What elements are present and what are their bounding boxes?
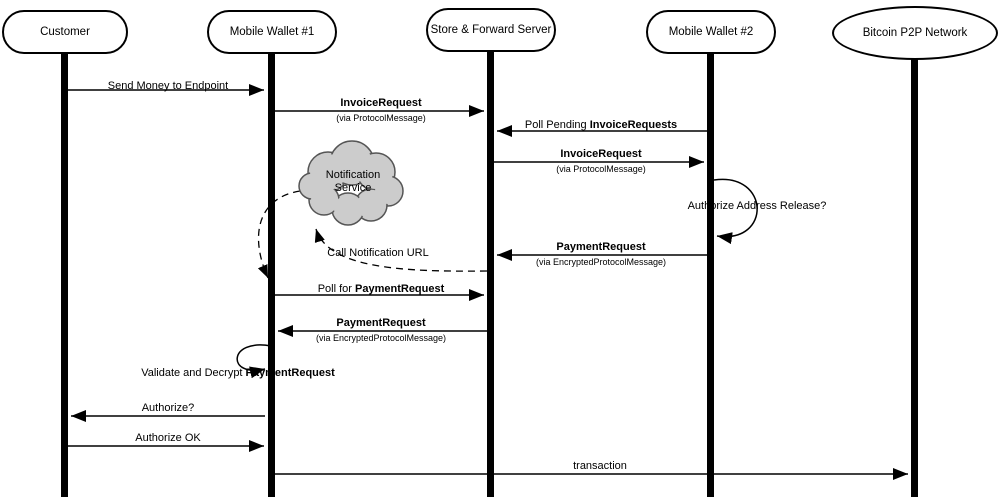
arrow-cloud-to-wallet1 bbox=[257, 190, 301, 279]
message-sublabel-invoice-request-2: (via ProtocolMessage) bbox=[556, 164, 646, 174]
message-label-validate-and-decrypt: Validate and Decrypt PaymentRequest bbox=[141, 367, 335, 379]
actor-mobile-wallet-2: Mobile Wallet #2 bbox=[646, 10, 776, 54]
message-label-authorize-ok: Authorize OK bbox=[135, 432, 201, 444]
message-label-invoice-request-2: InvoiceRequest bbox=[560, 148, 642, 160]
message-text-poll-for-prefix: Poll for bbox=[317, 283, 356, 295]
dashed-arrows bbox=[257, 190, 488, 279]
lifeline-mobile-wallet-1 bbox=[268, 52, 275, 497]
message-text-poll-pending-bold: InvoiceRequests bbox=[589, 119, 678, 131]
actor-mobile-wallet-1: Mobile Wallet #1 bbox=[207, 10, 337, 54]
lifeline-customer bbox=[61, 52, 68, 497]
actor-bitcoin-p2p-network: Bitcoin P2P Network bbox=[832, 6, 998, 60]
message-sublabel-payment-request-1: (via EncryptedProtocolMessage) bbox=[535, 257, 667, 267]
lifeline-mobile-wallet-2 bbox=[707, 52, 714, 497]
message-text-poll-pending-prefix: Poll Pending bbox=[524, 119, 590, 131]
notification-service-cloud-label: Notification Service bbox=[325, 169, 381, 194]
message-label-authorize-address-release: Authorize Address Release? bbox=[687, 200, 827, 212]
message-label-payment-request-1: PaymentRequest bbox=[556, 241, 646, 253]
message-label-transaction: transaction bbox=[573, 460, 627, 472]
message-text-validate-bold: PaymentRequest bbox=[245, 367, 335, 379]
lifeline-store-forward-server bbox=[487, 50, 494, 497]
message-text-validate-prefix: Validate and Decrypt bbox=[141, 367, 246, 379]
message-sublabel-invoice-request-1: (via ProtocolMessage) bbox=[336, 113, 426, 123]
message-label-send-money: Send Money to Endpoint bbox=[107, 80, 229, 92]
actor-customer: Customer bbox=[2, 10, 128, 54]
message-text-poll-for-bold: PaymentRequest bbox=[355, 283, 445, 295]
message-label-payment-request-2: PaymentRequest bbox=[336, 317, 426, 329]
message-label-poll-pending: Poll Pending InvoiceRequests bbox=[525, 119, 677, 131]
message-label-poll-for-payment-request: Poll for PaymentRequest bbox=[318, 283, 445, 295]
message-label-invoice-request-1: InvoiceRequest bbox=[340, 97, 422, 109]
message-label-authorize-question: Authorize? bbox=[141, 402, 195, 414]
message-sublabel-payment-request-2: (via EncryptedProtocolMessage) bbox=[315, 333, 447, 343]
actor-store-forward-server: Store & Forward Server bbox=[426, 8, 556, 52]
message-label-call-notification-url: Call Notification URL bbox=[327, 247, 429, 259]
lifeline-bitcoin-p2p-network bbox=[911, 58, 918, 497]
